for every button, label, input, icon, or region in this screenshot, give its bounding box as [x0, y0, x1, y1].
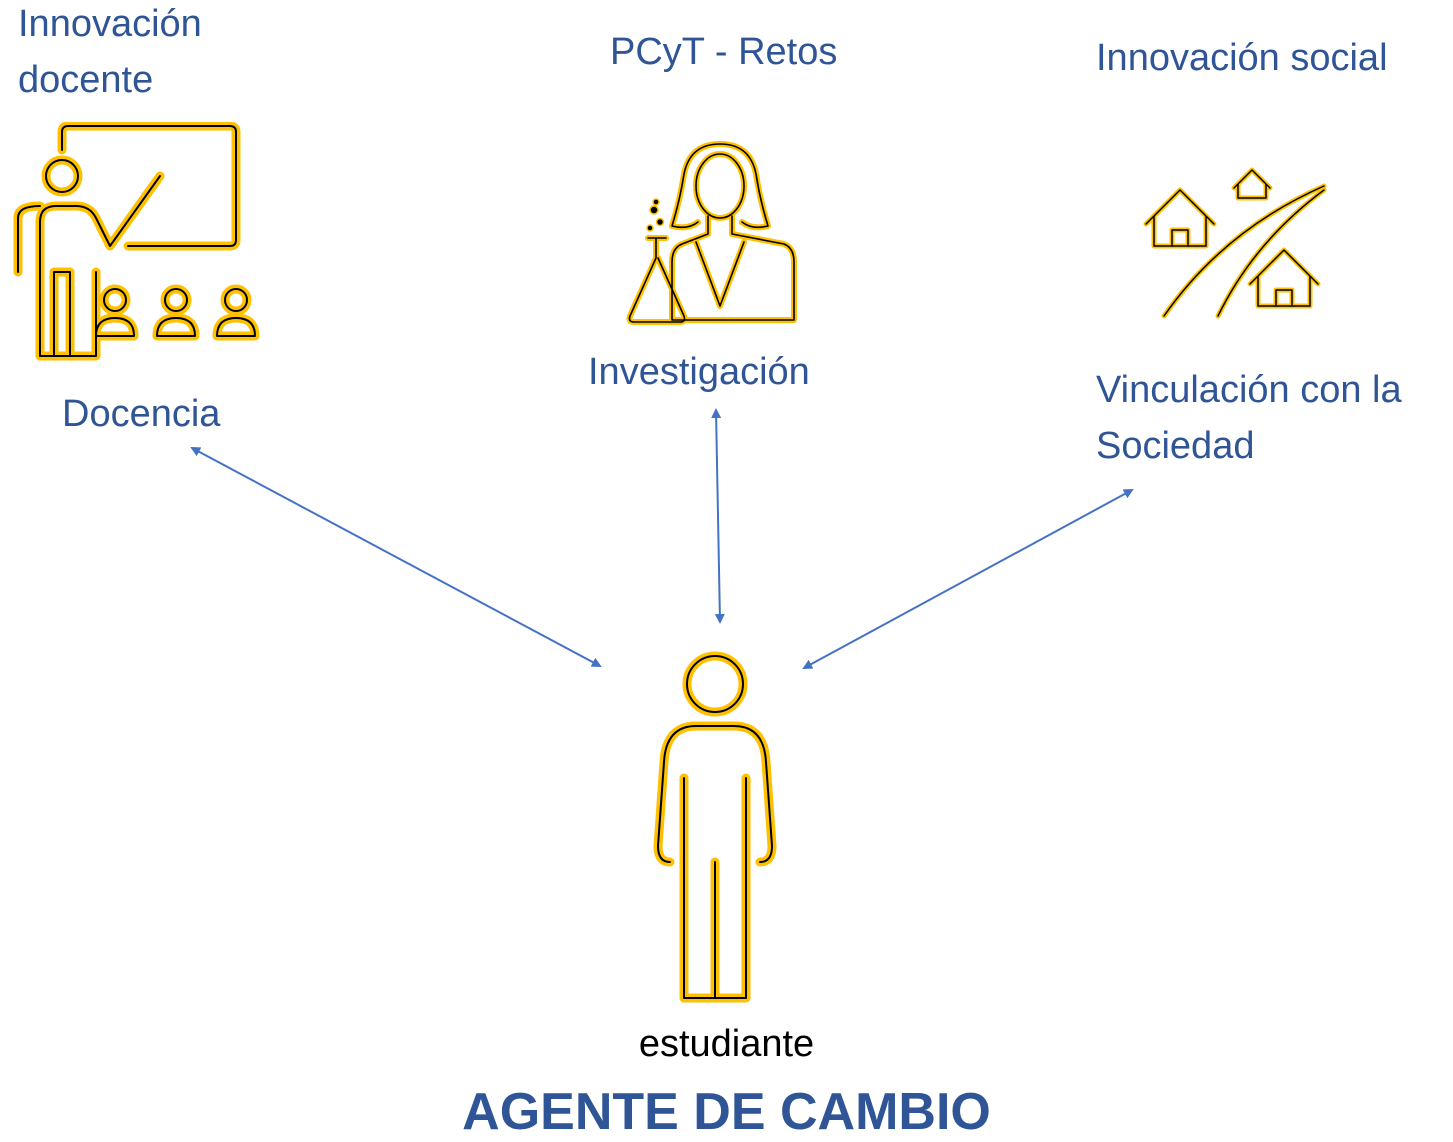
- label-innovacion-docente: Innovación docente: [18, 0, 202, 108]
- label-innovacion-docente-line2: docente: [18, 59, 154, 101]
- label-estudiante: estudiante: [638, 1023, 815, 1065]
- label-innovacion-docente-line1: Innovación: [18, 3, 202, 45]
- label-investigacion: Investigación: [588, 351, 810, 393]
- title-agente-de-cambio: AGENTE DE CAMBIO: [462, 1083, 991, 1141]
- label-pcyt-retos: PCyT - Retos: [610, 31, 838, 73]
- scientist-woman-icon: [626, 141, 797, 325]
- label-docencia: Docencia: [62, 393, 221, 435]
- arrow-vinculacion-estudiante: [802, 489, 1134, 669]
- houses-road-icon: [1143, 167, 1327, 319]
- label-vinculacion-line1: Vinculación con la: [1096, 369, 1402, 411]
- arrow-investigacion-estudiante: [711, 408, 725, 624]
- arrow-docencia-estudiante: [190, 447, 602, 667]
- teacher-presentation-icon: [13, 122, 260, 361]
- student-person-icon: [653, 651, 777, 1003]
- label-vinculacion: Vinculación con la Sociedad: [1096, 362, 1402, 474]
- label-innovacion-social: Innovación social: [1096, 37, 1388, 79]
- label-vinculacion-line2: Sociedad: [1096, 425, 1255, 467]
